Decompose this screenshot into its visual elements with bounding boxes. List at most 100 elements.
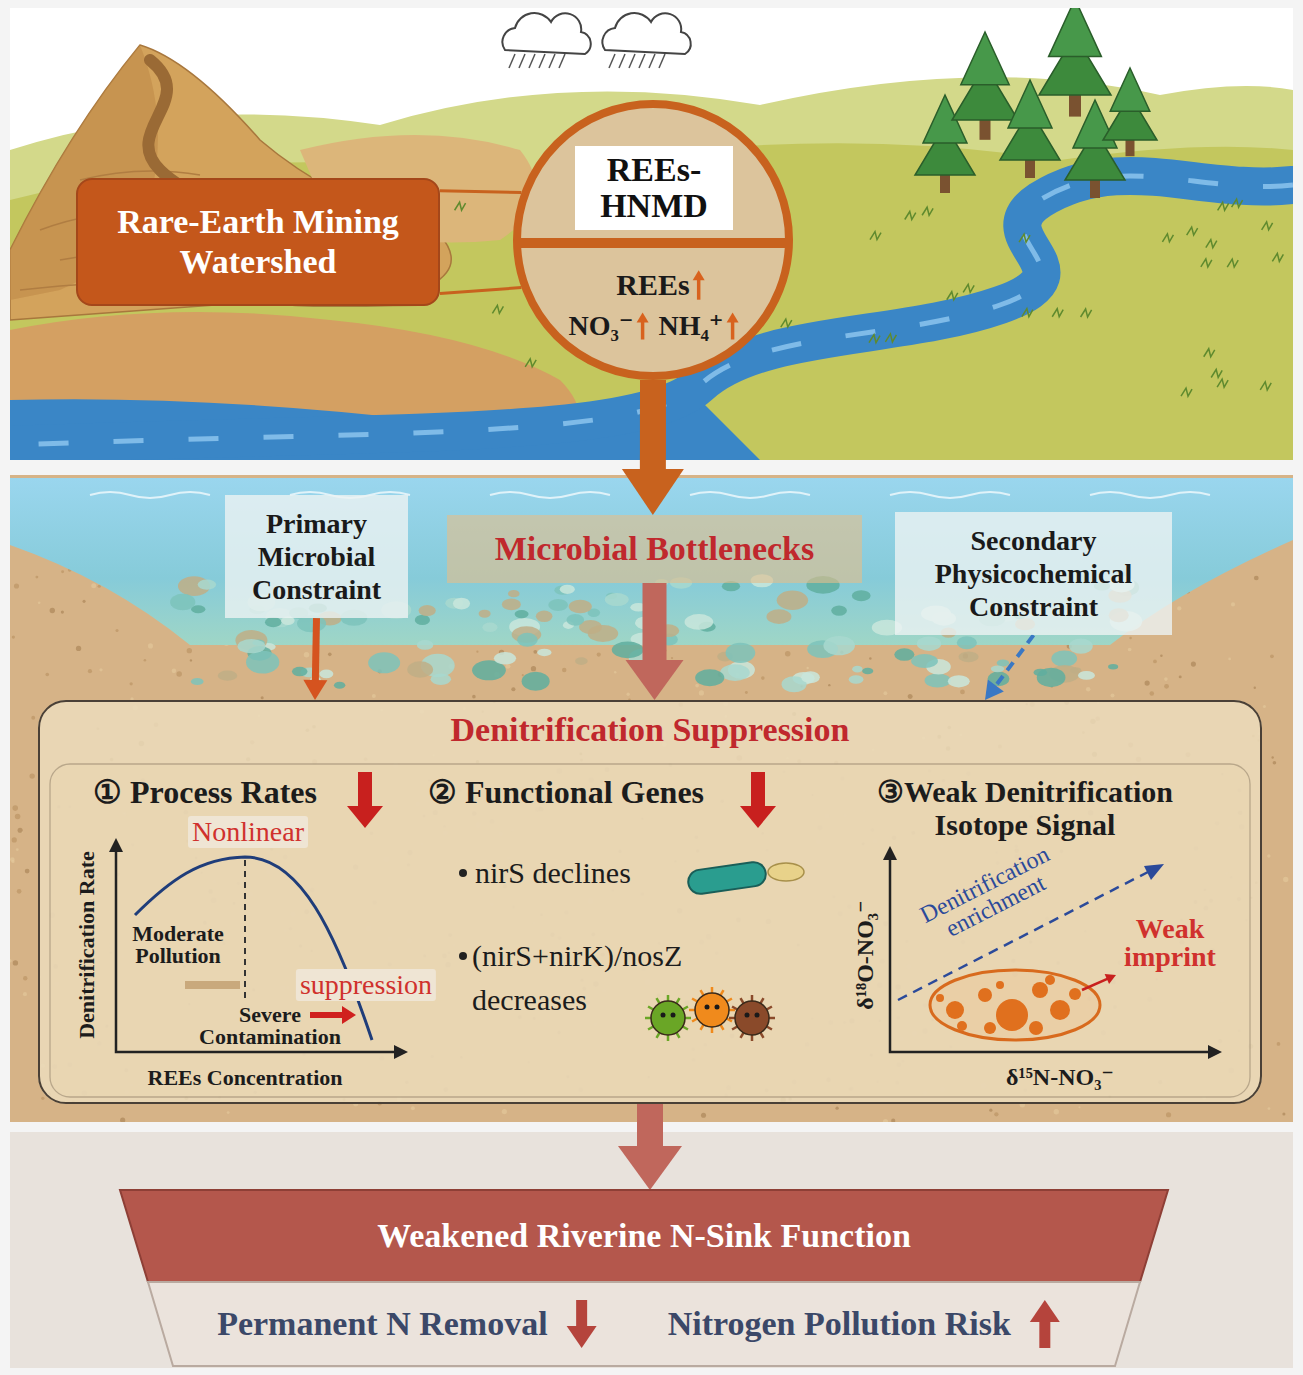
severe-arrow [310, 1012, 346, 1018]
water-shimmer [890, 492, 1010, 498]
increase-arrow [697, 277, 701, 299]
soil-grain [1273, 761, 1277, 765]
bottom-panel [10, 1132, 1293, 1368]
pebble [894, 648, 914, 661]
soil-grain [522, 674, 524, 676]
sample-dot [984, 1022, 996, 1034]
soil-grain [1179, 675, 1182, 678]
soil-grain [476, 651, 478, 653]
pebble [238, 639, 266, 653]
enrichment-head [1144, 864, 1164, 880]
soil-grain [61, 611, 64, 614]
grass-tuft [455, 202, 466, 210]
pebble [368, 652, 400, 673]
soil-grain [502, 1109, 507, 1114]
increase-arrow [641, 319, 645, 339]
pebble [852, 666, 862, 673]
node-text: REEs-HNMD [579, 152, 729, 223]
chart-label: ① Process Rates [93, 774, 317, 811]
soil-grain [411, 1106, 415, 1110]
soil-grain [614, 671, 616, 673]
pebble [537, 649, 551, 656]
tree [961, 32, 1009, 85]
water-shimmer [690, 492, 810, 498]
soil-grain [1268, 1107, 1271, 1110]
soil-grain [130, 682, 133, 685]
rain [559, 54, 565, 68]
pebble [831, 605, 847, 615]
pebble [170, 594, 195, 611]
pebble [801, 671, 820, 683]
arrow-head [622, 469, 684, 515]
mine-mound [10, 45, 451, 320]
bullet [459, 952, 467, 960]
severe-arrow [342, 1006, 356, 1024]
chart-label: δ¹⁵N-NO₃⁻ [1006, 1064, 1114, 1092]
pebble [482, 623, 497, 632]
pebble [508, 590, 520, 597]
pebble [823, 636, 855, 655]
chart-label: ② Functional Genes [428, 774, 704, 811]
soil-grain [701, 1113, 706, 1118]
soil-grain [908, 694, 913, 699]
imprint-arrow [1082, 978, 1110, 990]
rain [659, 54, 665, 68]
constraint-box: Secondary Physicochemical Constraint [895, 512, 1172, 635]
grass-tuft [1232, 199, 1243, 207]
soil-grain [1228, 658, 1231, 661]
chart-label: suppression [296, 969, 436, 1001]
soil-grain [176, 671, 181, 676]
pebble [1078, 671, 1095, 680]
soil-grain [41, 1097, 44, 1100]
rain [549, 54, 555, 68]
soil-grain [562, 668, 566, 672]
soil-grain [745, 691, 748, 694]
pebble [417, 640, 434, 650]
soil-grain [31, 716, 35, 720]
rain [519, 54, 525, 68]
soil-grain [12, 636, 15, 639]
pebble [958, 651, 978, 662]
increase-arrow [731, 319, 735, 339]
riverbed [10, 475, 1293, 1122]
soil-grain [1254, 687, 1256, 689]
chart-label: Nonlinear [188, 816, 308, 848]
constraint-box: Primary Microbial Constraint [225, 495, 408, 618]
soil-grain [187, 648, 192, 653]
pebble [494, 652, 516, 664]
soil-grain [99, 668, 102, 671]
pebble [948, 675, 970, 687]
process-panel: Denitrification Suppression [38, 700, 1262, 1104]
rain [649, 54, 655, 68]
soil-grain [1177, 606, 1181, 610]
soil-grain [1254, 576, 1259, 581]
connector [994, 635, 1034, 688]
grass-tuft [947, 292, 958, 300]
grass-tuft [1217, 379, 1228, 387]
soil-grain [1150, 691, 1154, 695]
rain [609, 54, 615, 68]
trapezoid-outline [148, 1282, 1140, 1366]
imprint-arrow [1105, 974, 1116, 984]
soil-grain [761, 676, 765, 680]
pebble [991, 665, 1004, 672]
soil-grain [29, 773, 34, 778]
connector [315, 618, 316, 684]
grass-tuft [869, 335, 880, 343]
chart-label: ③Weak Denitrification Isotope Signal [840, 775, 1210, 841]
effect-band: Permanent N RemovalNitrogen Pollution Ri… [148, 1282, 1140, 1366]
grass-tuft [1187, 227, 1198, 235]
sample-dot [978, 988, 992, 1002]
decrease-arrow [740, 806, 776, 828]
pebble [605, 593, 629, 606]
cloud [502, 13, 590, 54]
chart-label: Severe Contamination [185, 1004, 355, 1048]
soil-grain [1164, 684, 1169, 689]
pebble [198, 580, 216, 590]
bacteria-eye [745, 1013, 750, 1018]
bacteria-eye [755, 1013, 760, 1018]
connector-group [985, 635, 1033, 700]
soil-grain [120, 1118, 125, 1122]
